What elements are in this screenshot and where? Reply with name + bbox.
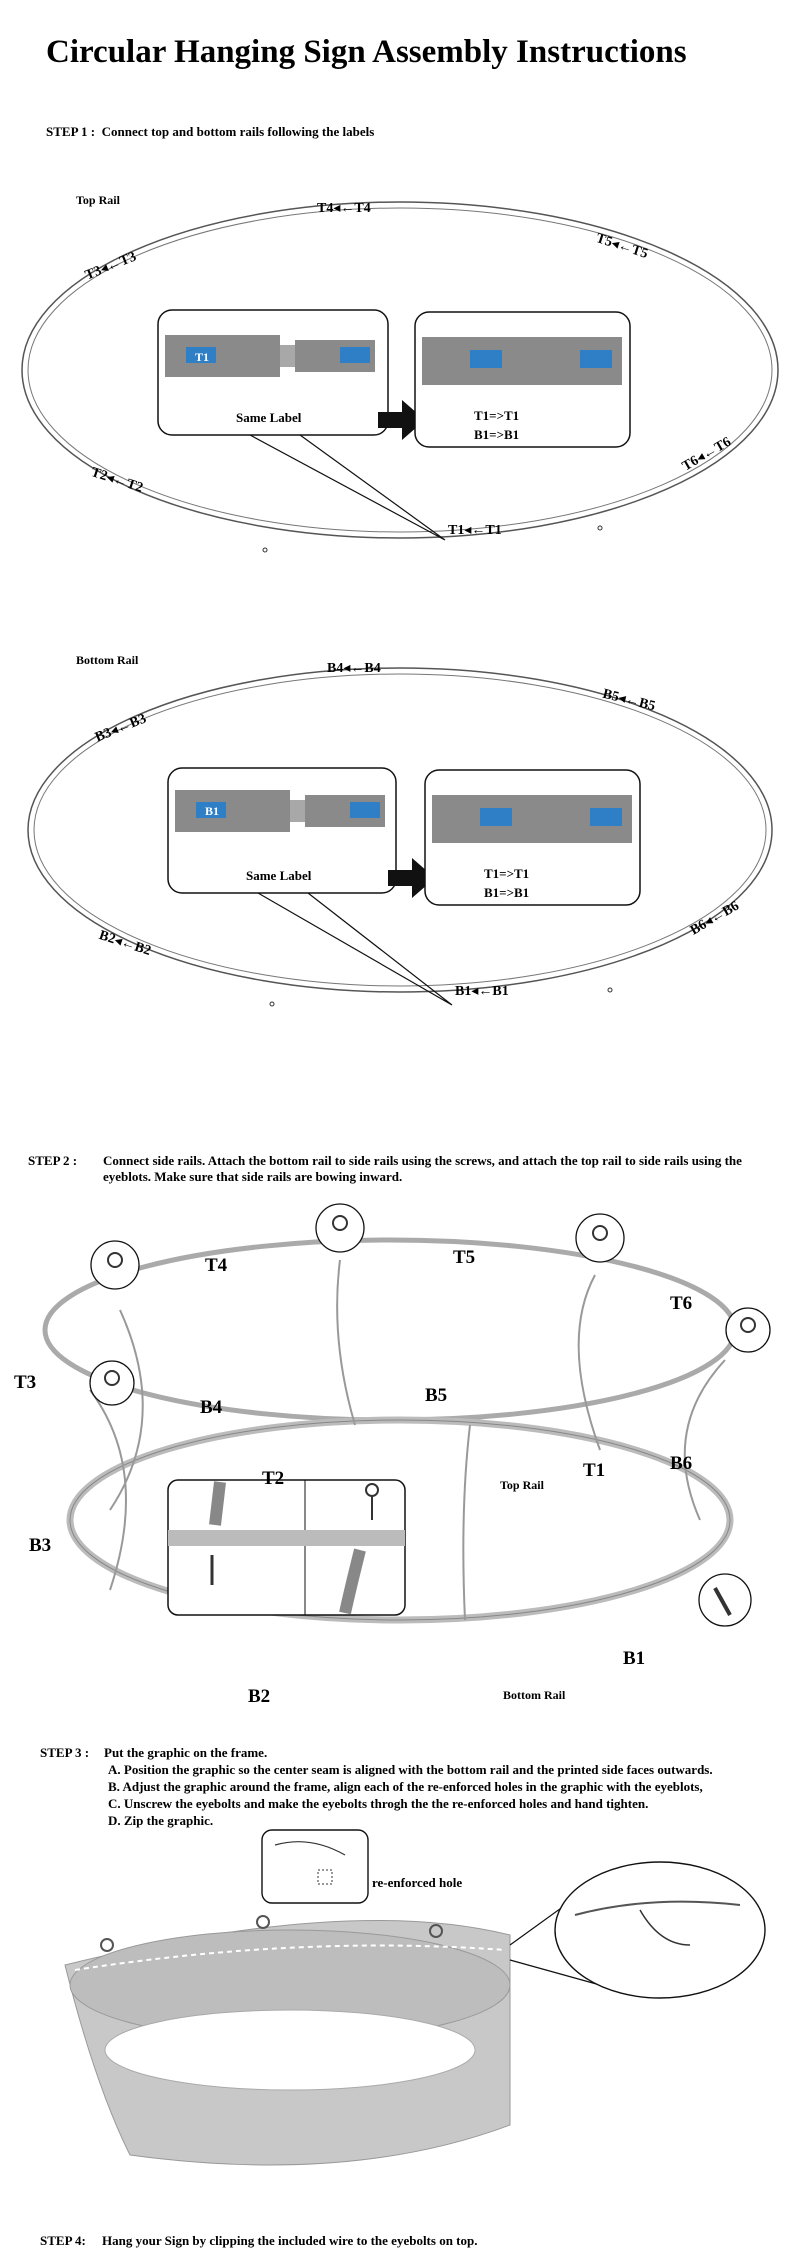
bottom-map-1: T1=>T1 bbox=[484, 866, 530, 881]
label-t2: T2 bbox=[262, 1468, 285, 1489]
label-t3: T3 bbox=[14, 1372, 37, 1393]
step3-block: STEP 3 : Put the graphic on the frame. A.… bbox=[40, 1744, 713, 1829]
label-t1: T1 bbox=[583, 1460, 606, 1481]
top-map-2: B1=>B1 bbox=[474, 427, 520, 442]
step2-label: STEP 2 : bbox=[28, 1153, 78, 1168]
step3-text: Put the graphic on the frame. bbox=[104, 1745, 268, 1760]
label-b2: B2 bbox=[248, 1686, 271, 1707]
step3-label: STEP 3 : bbox=[40, 1745, 90, 1760]
step3-item-d: D. Zip the graphic. bbox=[108, 1813, 214, 1828]
label-b5: B5 bbox=[425, 1385, 448, 1406]
top-rail-heading: Top Rail bbox=[76, 193, 120, 207]
bottom-pair-b4: B4◂←B4 bbox=[327, 661, 381, 676]
label-b4: B4 bbox=[200, 1397, 223, 1418]
label-t6: T6 bbox=[670, 1293, 693, 1314]
frame-drawing bbox=[42, 1203, 771, 1627]
top-pair-t4: T4◂←T4 bbox=[317, 201, 371, 216]
label-t5: T5 bbox=[453, 1247, 476, 1268]
step3-item-a: A. Position the graphic so the center se… bbox=[108, 1762, 713, 1777]
step1-label: STEP 1 : bbox=[46, 124, 96, 139]
step4-text: Hang your Sign by clipping the included … bbox=[102, 2233, 478, 2248]
bottom-rail-heading: Bottom Rail bbox=[76, 653, 139, 667]
step3-items: A. Position the graphic so the center se… bbox=[108, 1761, 713, 1829]
top-map-1: T1=>T1 bbox=[474, 408, 520, 423]
label-b3: B3 bbox=[29, 1535, 52, 1556]
step1-text: Connect top and bottom rails following t… bbox=[101, 124, 375, 139]
label-b1: B1 bbox=[623, 1648, 646, 1669]
label-t4: T4 bbox=[205, 1255, 228, 1276]
step4-heading: STEP 4: Hang your Sign by clipping the in… bbox=[40, 2233, 478, 2249]
bottom-rail-ellipse bbox=[27, 667, 773, 1007]
bottom-pair-b1: B1◂←B1 bbox=[455, 984, 509, 999]
bottom-rail-label: Bottom Rail bbox=[503, 1688, 566, 1702]
top-rail-ellipse bbox=[21, 201, 779, 553]
step4-label: STEP 4: bbox=[40, 2233, 86, 2248]
bottom-map-2: B1=>B1 bbox=[484, 885, 530, 900]
page-title: Circular Hanging Sign Assembly Instructi… bbox=[46, 34, 687, 70]
label-b6: B6 bbox=[670, 1453, 693, 1474]
step1-heading: STEP 1 : Connect top and bottom rails fo… bbox=[46, 124, 374, 140]
step3-item-c: C. Unscrew the eyebolts and make the eye… bbox=[108, 1796, 649, 1811]
bottom-tube-tag: B1 bbox=[205, 804, 220, 818]
step2-heading: STEP 2 : Connect side rails. Attach the b… bbox=[28, 1153, 758, 1185]
reenforced-hole-callout: re-enforced hole bbox=[372, 1875, 463, 1890]
step3-item-b: B. Adjust the graphic around the frame, … bbox=[108, 1779, 703, 1794]
top-rail-label: Top Rail bbox=[500, 1478, 544, 1492]
graphic-drawing bbox=[64, 1829, 766, 2166]
top-tube-tag: T1 bbox=[195, 350, 210, 364]
step2-text: Connect side rails. Attach the bottom ra… bbox=[103, 1153, 742, 1184]
bottom-same-label: Same Label bbox=[246, 868, 312, 883]
top-pair-t1: T1◂←T1 bbox=[448, 523, 502, 538]
top-same-label: Same Label bbox=[236, 410, 302, 425]
